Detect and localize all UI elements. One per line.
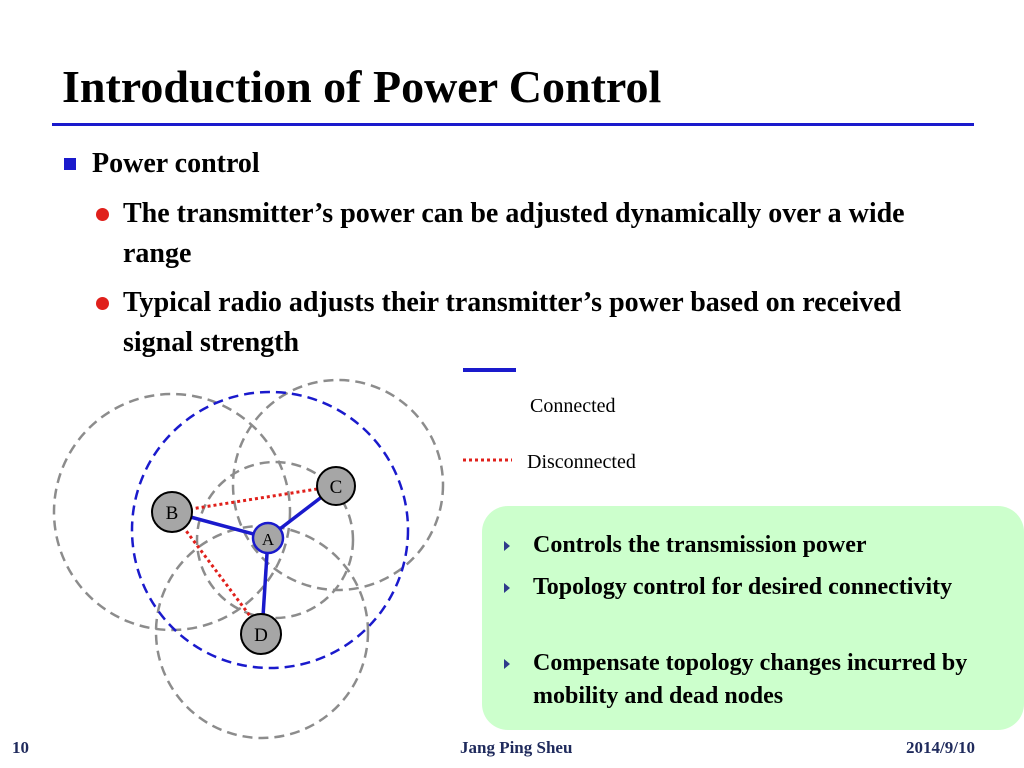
node-b — [151, 491, 193, 533]
node-d — [240, 613, 282, 655]
legend-connected-label: Connected — [530, 395, 616, 417]
link-b-d-disconnected — [170, 511, 264, 633]
legend-disconnected-label: Disconnected — [527, 451, 636, 473]
arrow-bullet-icon — [504, 541, 510, 551]
callout-bullet-2: Topology control for desired connectivit… — [533, 574, 953, 600]
adjusted-range-circle — [130, 390, 410, 670]
node-c — [316, 466, 356, 506]
node-a — [251, 521, 285, 555]
range-circle-c — [231, 378, 445, 592]
slide-title: Introduction of Power Control — [62, 61, 662, 112]
footer-date: 2014/9/10 — [906, 738, 975, 757]
node-b-label: B — [166, 503, 179, 524]
round-bullet-icon — [96, 297, 109, 310]
arrow-bullet-icon — [504, 659, 510, 669]
node-d-label: D — [254, 625, 268, 646]
node-a-label: A — [262, 530, 275, 549]
bullet-received-signal: Typical radio adjusts their transmitter’… — [123, 287, 902, 358]
link-b-c-disconnected — [171, 484, 337, 514]
square-bullet-icon — [64, 158, 76, 170]
bullet-adjust-power: The transmitter’s power can be adjusted … — [123, 198, 905, 269]
footer-author: Jang Ping Sheu — [460, 738, 573, 757]
bullet-power-control: Power control — [92, 148, 260, 179]
arrow-bullet-icon — [504, 583, 510, 593]
round-bullet-icon — [96, 208, 109, 221]
callout-bullet-3: Compensate topology changes incurred by … — [533, 650, 968, 709]
range-circle-a — [195, 460, 355, 620]
footer-page-number: 10 — [12, 738, 29, 757]
callout-box — [482, 506, 1024, 730]
callout-bullet-1: Controls the transmission power — [533, 532, 867, 558]
range-circle-b — [52, 392, 292, 632]
node-c-label: C — [330, 477, 343, 498]
title-divider — [52, 123, 974, 126]
